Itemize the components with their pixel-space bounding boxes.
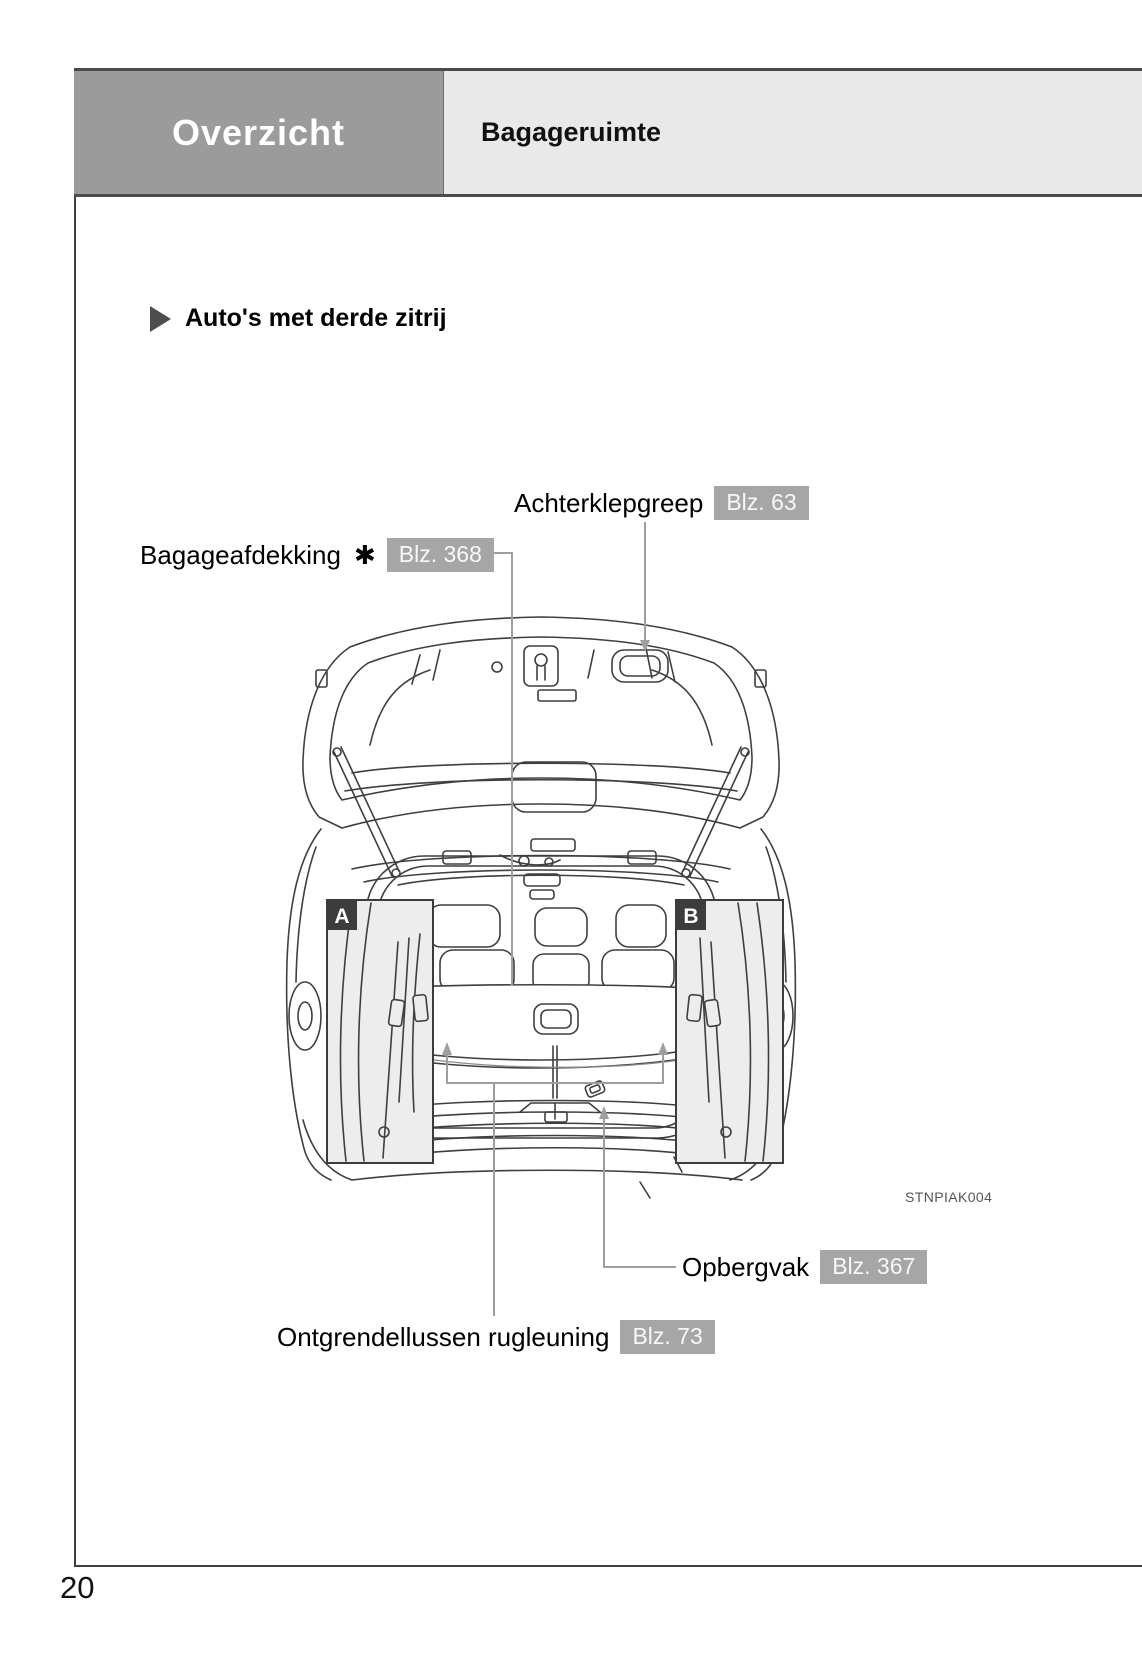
callout-label: Bagageafdekking (140, 539, 341, 570)
section-tab-label: Overzicht (171, 111, 346, 153)
callout-ontgrendellussen: Ontgrendellussen rugleuning Blz. 73 (277, 1320, 715, 1354)
marker-b-label: B (683, 905, 698, 928)
page-ref-badge: Blz. 63 (714, 486, 809, 520)
callout-label: Achterklepgreep (514, 487, 704, 518)
callout-bagageafdekking: Bagageafdekking ✱ Blz. 368 (140, 538, 494, 572)
cargo-cover-group (357, 983, 725, 1069)
callout-label: Opbergvak (682, 1251, 810, 1282)
variant-heading-text: Auto's met derde zitrij (185, 304, 447, 332)
page-ref-badge: Blz. 368 (386, 538, 494, 572)
marker-b-square (676, 900, 706, 930)
leader-lines (442, 522, 676, 1316)
variant-heading: Auto's met derde zitrij (150, 304, 447, 333)
header-title-area: Bagageruimte (444, 71, 1142, 194)
page-title: Bagageruimte (481, 117, 662, 147)
rear-view-illustration: A B (285, 522, 797, 1316)
page-header: Overzicht Bagageruimte (74, 68, 1142, 197)
right-triangle-icon (150, 305, 171, 332)
callout-opbergvak: Opbergvak Blz. 367 (682, 1250, 928, 1284)
figure-marker-box-a: A (326, 899, 434, 1164)
floor-bumper-group (351, 1045, 743, 1199)
section-tab: Overzicht (74, 71, 444, 194)
page-left-border (74, 197, 76, 1565)
page-number: 20 (60, 1570, 95, 1605)
figure-marker-box-b: B (675, 899, 784, 1164)
footnote-asterisk: ✱ (353, 539, 376, 570)
callout-label: Ontgrendellussen rugleuning (277, 1321, 610, 1352)
figure-code: STNPIAK004 (905, 1189, 993, 1205)
page-bottom-border (74, 1565, 1142, 1567)
page-ref-badge: Blz. 73 (620, 1320, 715, 1354)
callout-achterklepgreep: Achterklepgreep Blz. 63 (514, 486, 809, 520)
marker-a-square (327, 900, 357, 930)
tailgate-group (302, 616, 780, 829)
body-group (285, 828, 797, 1181)
page-ref-badge: Blz. 367 (820, 1250, 928, 1284)
strut-group (332, 746, 750, 878)
interior-group (397, 873, 685, 993)
marker-a-label: A (334, 905, 349, 928)
